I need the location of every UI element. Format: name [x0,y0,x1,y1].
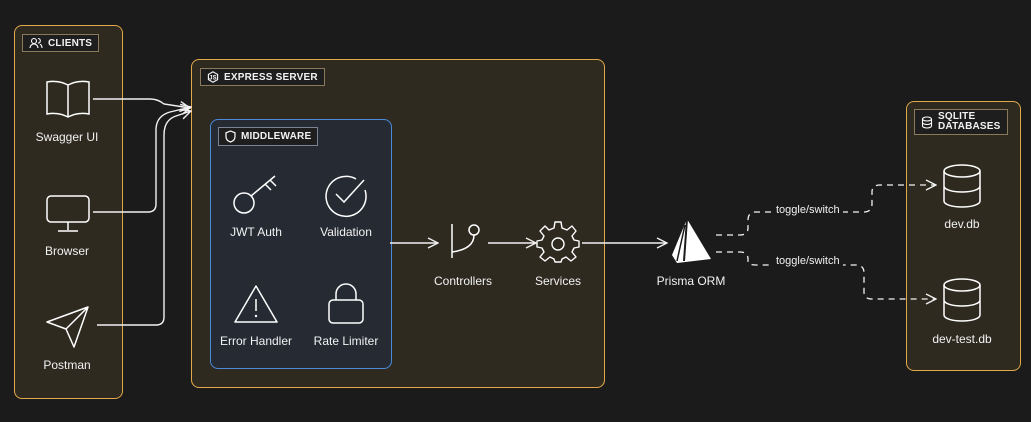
services-label: Services [534,274,582,288]
clients-title-text: CLIENTS [48,37,93,49]
middleware-title-text: MIDDLEWARE [241,131,312,142]
edge-swagger-to-express [93,98,190,108]
rate-limiter-label: Rate Limiter [313,334,379,348]
check-circle-icon [325,175,367,218]
edge-browser-to-express [93,107,191,213]
gear-icon [536,221,580,263]
databases-title-line2: DATABASES [938,121,1001,132]
book-icon [46,80,90,118]
controllers-label: Controllers [433,274,493,288]
database-icon [921,115,933,129]
prisma-icon [672,218,711,263]
git-branch-icon [451,224,480,258]
database-icon-devtestdb [943,278,981,322]
jwt-label: JWT Auth [230,225,282,239]
devdb-label: dev.db [944,217,980,231]
send-icon [46,306,89,348]
nodejs-icon: JS [207,71,219,83]
browser-label: Browser [44,244,90,258]
monitor-icon [46,195,90,232]
toggle-label-devtestdb: toggle/switch [773,255,843,267]
swagger-label: Swagger UI [35,130,99,144]
users-icon [29,37,43,49]
error-handler-label: Error Handler [219,334,293,348]
svg-text:JS: JS [209,75,217,81]
middleware-title: MIDDLEWARE [218,127,319,146]
key-icon [233,175,277,214]
toggle-label-devdb: toggle/switch [773,204,843,216]
shield-icon [225,130,236,143]
postman-label: Postman [43,358,91,372]
middleware-group: MIDDLEWARE [210,119,392,369]
validation-label: Validation [320,225,372,239]
warning-icon [234,285,278,323]
lock-icon [328,283,364,324]
edge-postman-to-express [97,111,191,326]
clients-title: CLIENTS [22,34,100,52]
database-icon-devdb [943,164,981,208]
devtestdb-label: dev-test.db [932,332,992,346]
express-title: JS EXPRESS SERVER [200,68,325,86]
databases-title-line1: SQLITE [938,111,976,122]
express-title-text: EXPRESS SERVER [224,71,318,83]
prisma-label: Prisma ORM [656,274,726,288]
